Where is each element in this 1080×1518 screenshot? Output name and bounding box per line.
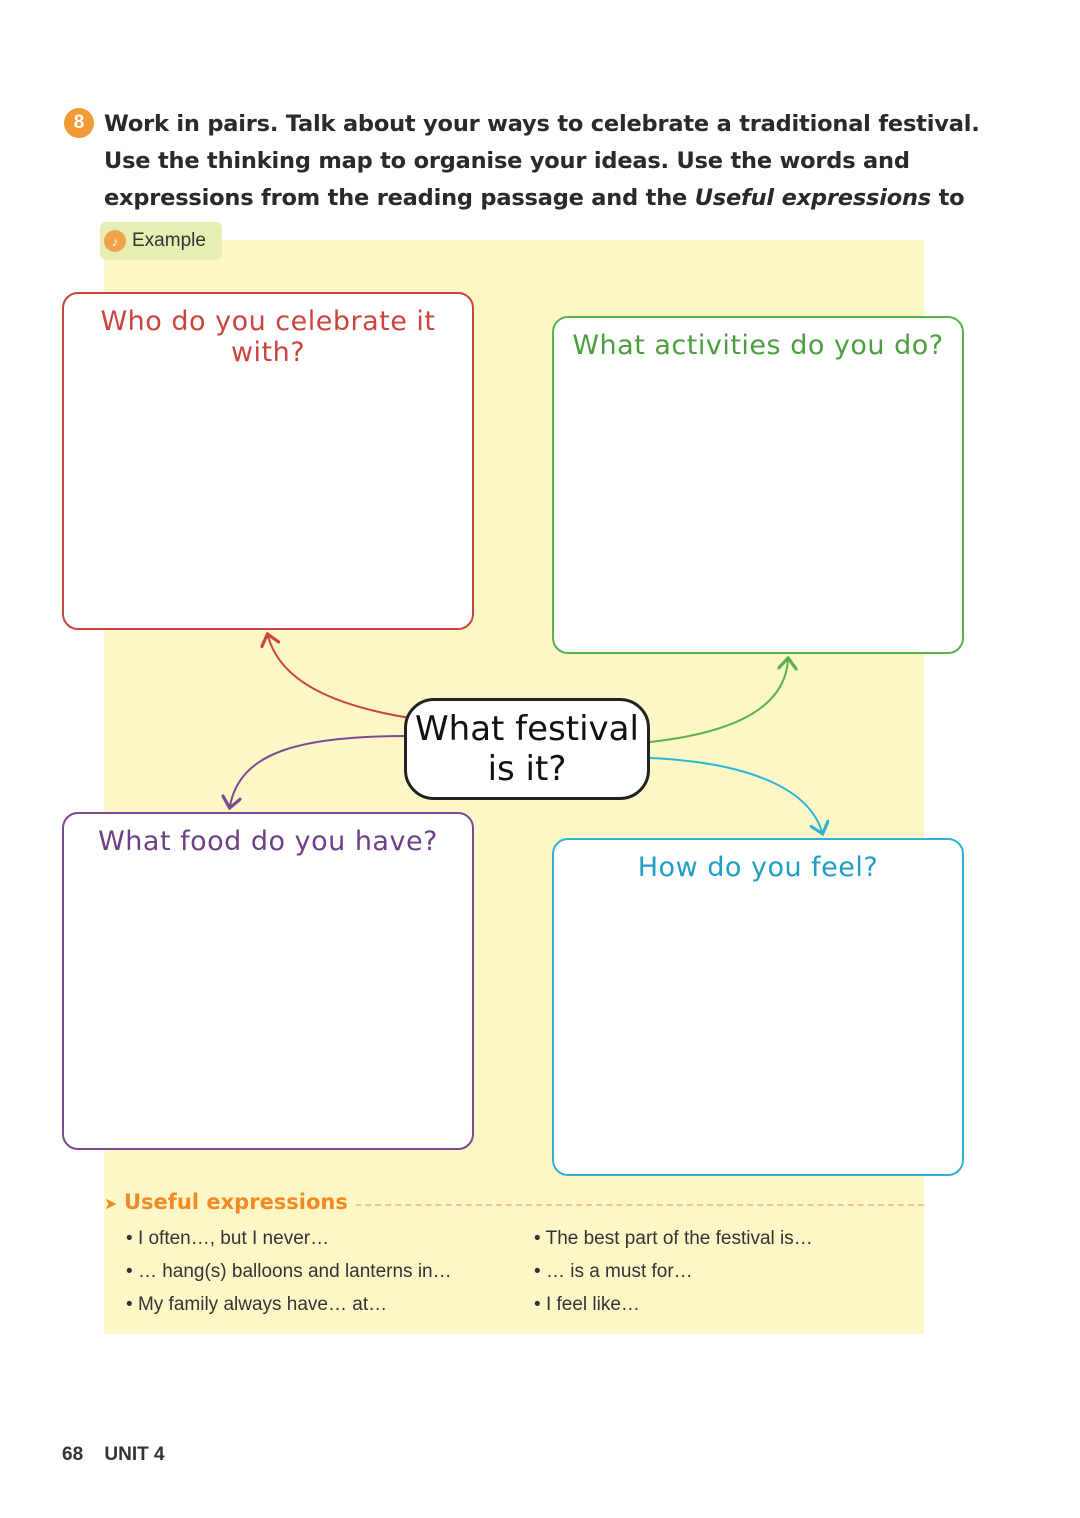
instruction-text-part1: Work in pairs. Talk about your ways to c… [104, 111, 980, 211]
expression-item: … hang(s) balloons and lanterns in… [126, 1255, 452, 1288]
arrow-right-icon: ➤ [104, 1194, 118, 1213]
center-line2: is it? [487, 749, 567, 789]
expressions-right-column: The best part of the festival is… … is a… [534, 1222, 813, 1321]
exercise-instruction: 8 Work in pairs. Talk about your ways to… [64, 106, 984, 254]
expression-item: My family always have… at… [126, 1288, 452, 1321]
page-number: 68 [62, 1444, 84, 1465]
exercise-number-badge: 8 [64, 108, 94, 138]
activities-box: What activities do you do? [552, 316, 964, 654]
activities-question: What activities do you do? [572, 330, 944, 361]
expression-item: The best part of the festival is… [534, 1222, 813, 1255]
center-line1: What festival [415, 709, 639, 749]
example-tag[interactable]: ♪ Example [100, 222, 222, 260]
arrow-to-food [230, 735, 407, 806]
page-footer: 68 UNIT 4 [62, 1444, 181, 1466]
instruction-text-italic: Useful expressions [694, 185, 931, 211]
speaker-icon[interactable]: ♪ [104, 230, 126, 252]
example-label: Example [132, 230, 206, 251]
expression-item: I often…, but I never… [126, 1222, 452, 1255]
center-festival-bubble: What festival is it? [404, 698, 650, 800]
expression-item: … is a must for… [534, 1255, 813, 1288]
who-box: Who do you celebrate it with? [62, 292, 474, 630]
unit-label: UNIT 4 [104, 1444, 165, 1465]
expression-item: I feel like… [534, 1288, 813, 1321]
exercise-text: Work in pairs. Talk about your ways to c… [104, 106, 984, 254]
useful-expressions-title: Useful expressions [124, 1190, 356, 1214]
arrow-to-activities [649, 660, 788, 743]
food-question: What food do you have? [98, 826, 438, 857]
arrow-to-feel [649, 757, 822, 832]
useful-divider [124, 1204, 924, 1206]
food-box: What food do you have? [62, 812, 474, 1150]
arrow-to-who [268, 636, 411, 719]
feel-box: How do you feel? [552, 838, 964, 1176]
who-question: Who do you celebrate it with? [100, 306, 436, 368]
expressions-left-column: I often…, but I never… … hang(s) balloon… [126, 1222, 452, 1321]
feel-question: How do you feel? [637, 852, 879, 883]
